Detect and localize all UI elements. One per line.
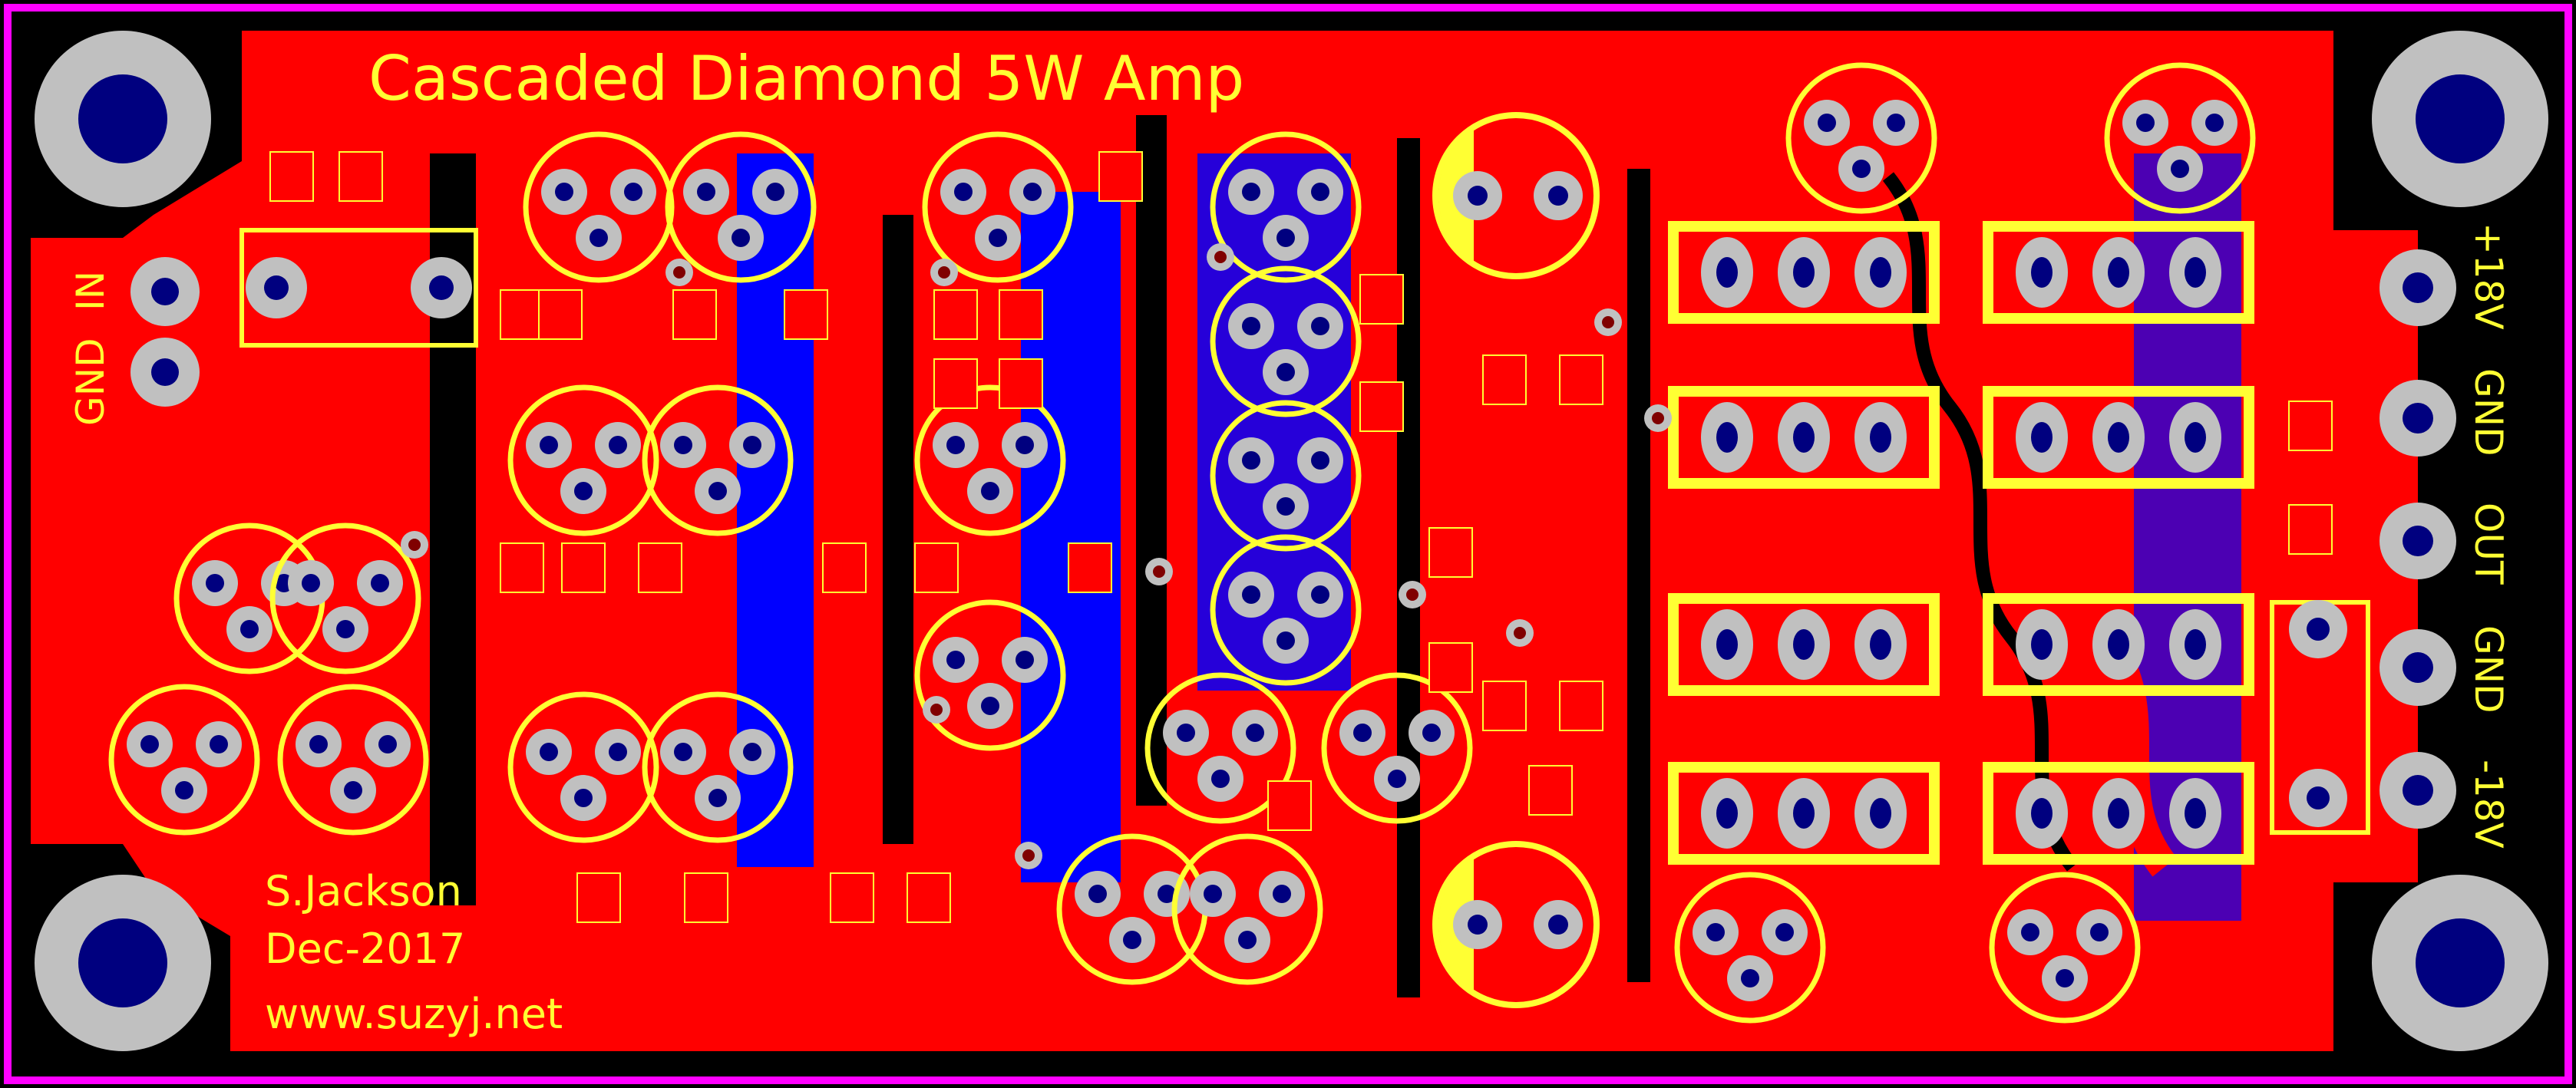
transistor-to92 bbox=[1210, 131, 1362, 283]
transistor-to92 bbox=[914, 599, 1066, 751]
transistor-to220 bbox=[1983, 593, 2254, 696]
website-label: www.suzyj.net bbox=[265, 990, 563, 1038]
transistor-to220 bbox=[1983, 762, 2254, 865]
transistor-to92 bbox=[523, 131, 675, 283]
smd-pad bbox=[1068, 542, 1112, 593]
smd-pad bbox=[339, 151, 383, 202]
smd-pad bbox=[1359, 274, 1404, 325]
date-label: Dec-2017 bbox=[265, 925, 465, 973]
input-connector bbox=[130, 228, 478, 407]
power-label-gnd1: GND bbox=[2466, 368, 2511, 457]
transistor-to92 bbox=[922, 131, 1074, 283]
smd-pad bbox=[999, 358, 1043, 409]
small-signal-transistors bbox=[108, 62, 2256, 1024]
transistor-to92 bbox=[1674, 872, 1826, 1024]
transistor-to220 bbox=[1668, 762, 1940, 865]
transistor-to220 bbox=[1983, 386, 2254, 489]
smd-pad bbox=[500, 542, 544, 593]
transistor-to92 bbox=[665, 131, 817, 283]
smd-pad bbox=[1559, 354, 1603, 405]
smd-pad bbox=[933, 289, 978, 340]
smd-pad bbox=[1267, 780, 1312, 831]
smd-pad bbox=[576, 872, 621, 923]
smd-pad bbox=[672, 289, 717, 340]
smd-pad bbox=[561, 542, 606, 593]
transistor-to92 bbox=[269, 523, 421, 674]
electrolytic-capacitor bbox=[1432, 112, 1600, 279]
input-gnd-label: GND bbox=[68, 338, 113, 426]
transistor-to220 bbox=[1668, 593, 1940, 696]
smd-pad bbox=[638, 542, 682, 593]
output-transistors bbox=[1668, 221, 2254, 865]
silkscreen-text: Cascaded Diamond 5W Amp S.Jackson Dec-20… bbox=[68, 43, 2511, 1038]
power-connector bbox=[2270, 249, 2456, 835]
smd-pad bbox=[684, 872, 728, 923]
transistor-to220 bbox=[1983, 221, 2254, 324]
transistor-to92 bbox=[1171, 833, 1323, 985]
power-label-gnd2: GND bbox=[2466, 625, 2511, 714]
transistor-to92 bbox=[1785, 62, 1937, 214]
transistor-to92 bbox=[1210, 265, 1362, 417]
smd-pad bbox=[2288, 504, 2333, 555]
smd-pad bbox=[1559, 681, 1603, 731]
smd-pad bbox=[500, 289, 544, 340]
transistor-to92 bbox=[1210, 534, 1362, 686]
transistor-to220 bbox=[1668, 221, 1940, 324]
smd-pad bbox=[2288, 401, 2333, 451]
smd-pad bbox=[1428, 527, 1473, 578]
transistor-to220 bbox=[1668, 386, 1940, 489]
transistor-to92 bbox=[642, 691, 794, 843]
vias bbox=[401, 243, 1672, 869]
transistor-to92 bbox=[507, 691, 659, 843]
input-in-label: IN bbox=[68, 271, 113, 311]
smd-pad bbox=[269, 151, 314, 202]
smd-pad bbox=[914, 542, 959, 593]
transistor-to92 bbox=[1210, 400, 1362, 552]
smd-pad bbox=[1482, 681, 1527, 731]
transistor-to92 bbox=[108, 684, 260, 836]
transistor-to92 bbox=[507, 384, 659, 536]
electrolytic-capacitor bbox=[1432, 841, 1600, 1008]
mounting-holes bbox=[35, 31, 2548, 1051]
smd-pad bbox=[907, 872, 951, 923]
transistor-to92 bbox=[1989, 872, 2141, 1024]
smd-pad bbox=[830, 872, 874, 923]
smd-pad bbox=[1359, 381, 1404, 432]
smd-pad bbox=[1482, 354, 1527, 405]
transistor-to92 bbox=[642, 384, 794, 536]
transistor-to92 bbox=[1321, 672, 1473, 824]
board-title: Cascaded Diamond 5W Amp bbox=[368, 43, 1244, 114]
smd-pad bbox=[1428, 642, 1473, 693]
electrolytic-capacitors bbox=[1432, 112, 1600, 1008]
transistor-to92 bbox=[277, 684, 429, 836]
transistor-to92 bbox=[2104, 62, 2256, 214]
smd-pad bbox=[538, 289, 583, 340]
smd-pad bbox=[1528, 765, 1573, 816]
smd-pad bbox=[784, 289, 828, 340]
smd-pad bbox=[1098, 151, 1143, 202]
smd-pad bbox=[933, 358, 978, 409]
author-label: S.Jackson bbox=[265, 867, 462, 915]
power-label-plus18v: +18V bbox=[2466, 223, 2511, 330]
transistor-to92 bbox=[914, 384, 1066, 536]
smd-pad bbox=[999, 289, 1043, 340]
smd-pads bbox=[269, 151, 2333, 923]
transistor-to92 bbox=[1144, 672, 1296, 824]
smd-pad bbox=[822, 542, 867, 593]
power-label-out: OUT bbox=[2466, 503, 2511, 585]
power-label-minus18v: -18V bbox=[2466, 760, 2511, 849]
